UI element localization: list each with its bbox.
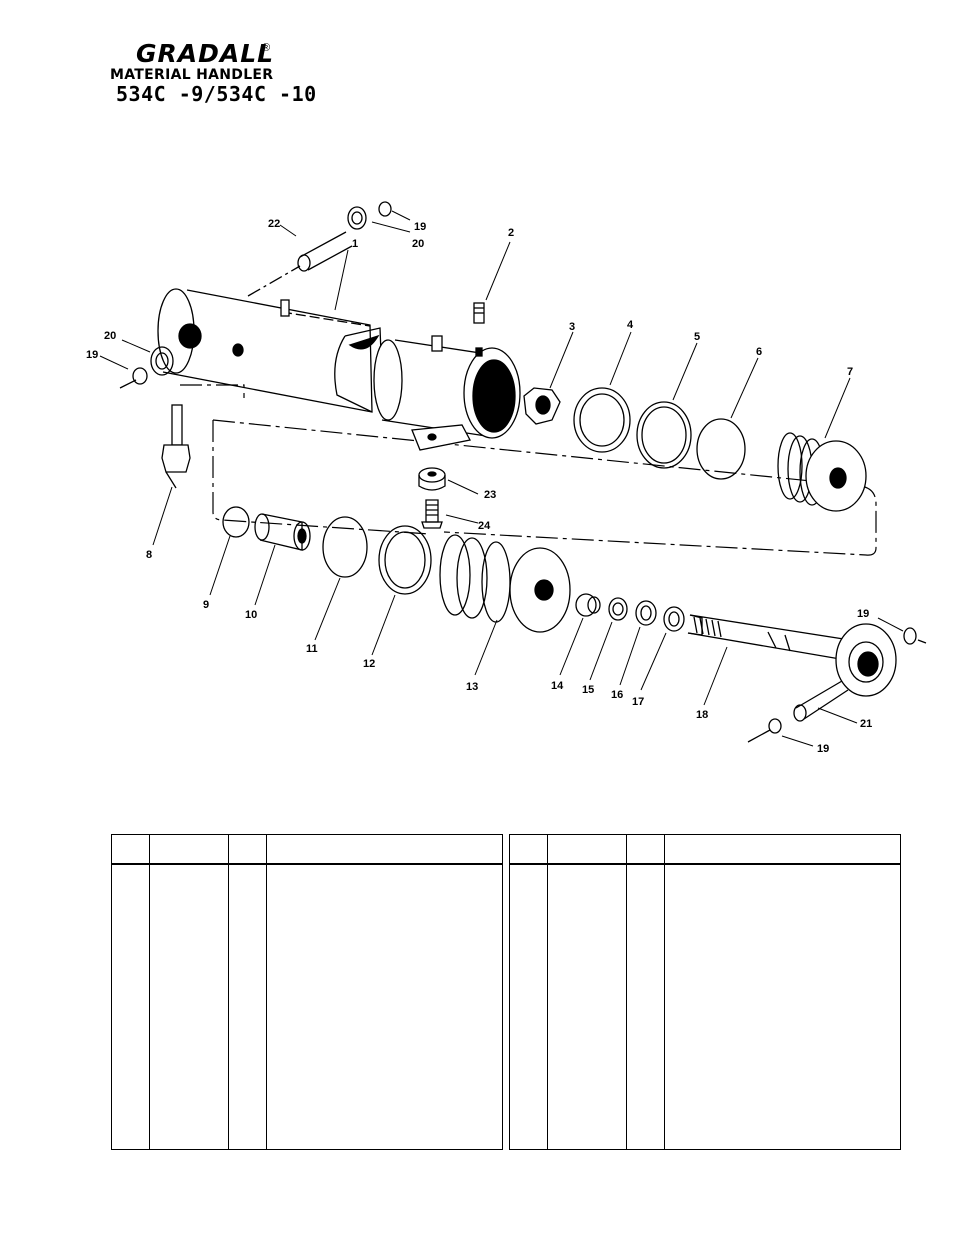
col-item <box>111 834 150 865</box>
cylinder-barrel <box>157 288 384 413</box>
col-part-number <box>547 834 627 865</box>
callout-16: 16 <box>611 689 623 701</box>
lock-nut <box>523 387 561 425</box>
snap-ring-left <box>132 367 148 385</box>
callout-7: 7 <box>847 366 853 378</box>
callout-19-bottom: 19 <box>817 743 829 755</box>
callout-10: 10 <box>245 609 257 621</box>
col-qty <box>228 834 267 865</box>
washer-top <box>347 206 367 230</box>
pin-21 <box>793 680 849 722</box>
seal-15 <box>608 597 628 621</box>
washer-left <box>150 346 174 376</box>
callout-23: 23 <box>484 489 496 501</box>
callout-22: 22 <box>268 218 280 230</box>
callout-9: 9 <box>203 599 209 611</box>
o-ring <box>696 418 746 480</box>
table-header-row <box>111 834 503 865</box>
seal-16 <box>635 600 657 626</box>
snap-ring-right <box>903 627 917 645</box>
cylinder-head <box>373 335 521 451</box>
table-body-row <box>111 864 503 1150</box>
parts-table-right <box>509 834 901 1150</box>
rod-eye <box>835 623 897 697</box>
callout-20-left: 20 <box>104 330 116 342</box>
callout-12: 12 <box>363 658 375 670</box>
callout-15: 15 <box>582 684 594 696</box>
mount-bolt <box>421 499 443 529</box>
table-header-row <box>509 834 901 865</box>
assembly-dash-line <box>180 265 877 556</box>
callout-1: 1 <box>352 238 358 250</box>
callout-3: 3 <box>569 321 575 333</box>
callout-20-top: 20 <box>412 238 424 250</box>
callout-5: 5 <box>694 331 700 343</box>
backup-ring <box>222 506 250 538</box>
callout-19-top: 19 <box>414 221 426 233</box>
snap-ring-bottom <box>768 718 782 734</box>
brand-logo: GRADALL <box>136 39 275 68</box>
callout-6: 6 <box>756 346 762 358</box>
col-qty <box>626 834 665 865</box>
valve-cartridge <box>161 404 191 489</box>
seal-14 <box>575 593 597 617</box>
piston-rod <box>687 614 851 661</box>
gland <box>439 534 571 633</box>
callout-11: 11 <box>306 643 318 655</box>
callout-2: 2 <box>508 227 514 239</box>
col-item <box>509 834 548 865</box>
col-description <box>266 834 503 865</box>
exploded-cylinder-diagram: 1 2 3 4 5 6 7 8 9 10 11 12 13 14 15 16 1… <box>86 201 927 755</box>
piston <box>777 432 867 512</box>
callout-8: 8 <box>146 549 152 561</box>
table-body-row <box>509 864 901 1150</box>
spacer-tube <box>254 513 311 551</box>
callout-4: 4 <box>627 319 634 331</box>
registered-mark: ® <box>262 42 271 54</box>
mount-washer <box>418 467 446 491</box>
pin-22 <box>297 231 353 272</box>
seal-17 <box>663 606 685 632</box>
grease-fitting <box>473 302 485 324</box>
rod-wiper <box>573 387 631 453</box>
rod-seal <box>636 401 692 469</box>
o-ring-piston <box>322 516 368 578</box>
bushing <box>378 525 432 595</box>
callout-leaders <box>99 210 904 747</box>
callout-18: 18 <box>696 709 708 721</box>
col-description <box>664 834 901 865</box>
callout-13: 13 <box>466 681 478 693</box>
callout-17: 17 <box>632 696 644 708</box>
callout-21: 21 <box>860 718 872 730</box>
parts-table-left <box>111 834 503 1150</box>
model-number: 534C -9/534C -10 <box>116 82 317 106</box>
callout-19-left: 19 <box>86 349 98 361</box>
snap-ring-top <box>378 201 392 217</box>
callout-24: 24 <box>478 520 491 532</box>
callout-14: 14 <box>551 680 564 692</box>
callout-19-right: 19 <box>857 608 869 620</box>
product-name: MATERIAL HANDLER <box>110 67 274 83</box>
col-part-number <box>149 834 229 865</box>
